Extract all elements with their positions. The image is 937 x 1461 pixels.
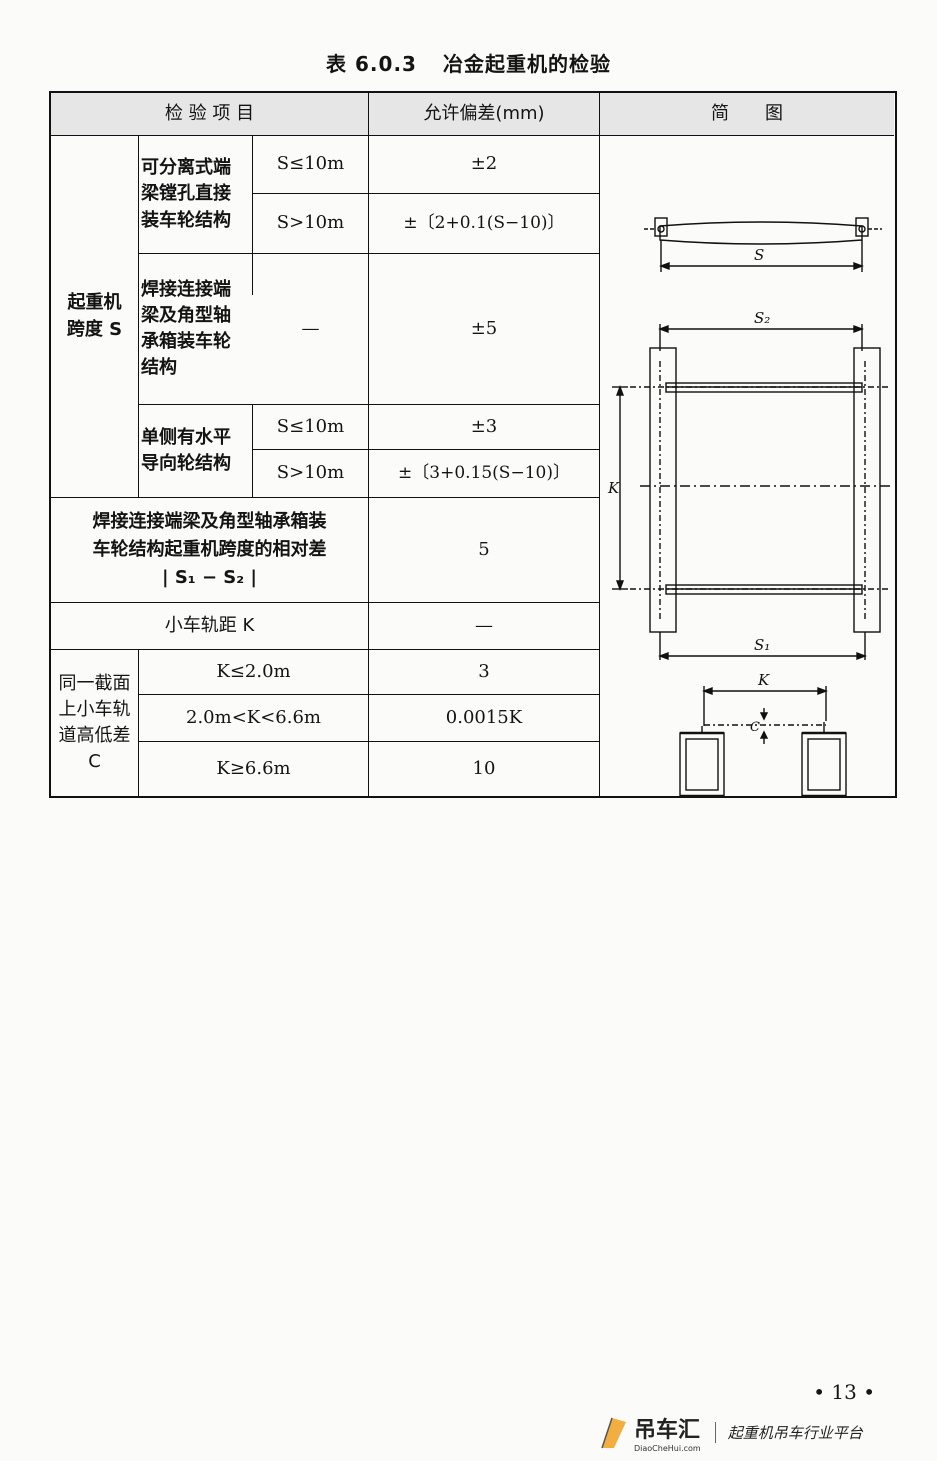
tolerance-cell: 0.0015K <box>445 706 523 728</box>
condition-cell: — <box>301 317 320 339</box>
table-number: 表 6.0.3 <box>326 52 417 76</box>
brand-url: DiaoCheHui.com <box>634 1443 701 1453</box>
tolerance-cell: ±〔3+0.15(S−10)〕 <box>398 463 570 484</box>
table-title: 冶金起重机的检验 <box>442 52 611 76</box>
group-welded-end-beam: 焊接连接端 梁及角型轴 承箱装车轮 结构 <box>141 278 231 379</box>
tolerance-cell: 3 <box>478 660 490 682</box>
header-band <box>51 93 894 135</box>
sketch-label-s: S <box>754 246 764 264</box>
page-number: • 13 • <box>813 1380 875 1404</box>
condition-cell: 2.0m<K<6.6m <box>186 706 321 728</box>
sketch-label-k-trolley: K <box>757 671 770 689</box>
condition-cell: S≤10m <box>276 153 345 175</box>
watermark-footer: 吊车汇 DiaoCheHui.com 起重机吊车行业平台 <box>598 1412 863 1453</box>
condition-cell: S≤10m <box>276 415 345 437</box>
condition-cell: K≥6.6m <box>216 757 291 779</box>
tolerance-cell: 10 <box>472 757 496 779</box>
relative-diff-label: 焊接连接端梁及角型轴承箱装 车轮结构起重机跨度的相对差 | S₁ − S₂ | <box>92 511 327 588</box>
tolerance-cell: ±3 <box>470 415 498 437</box>
tolerance-cell: ±2 <box>470 153 498 175</box>
sketch-label-c: C <box>750 720 760 735</box>
sketch-label-k: K <box>607 479 620 497</box>
header-sketch: 简 图 <box>711 102 783 124</box>
span-label: 起重机 跨度 S <box>66 292 123 340</box>
crane-logo-icon <box>601 1417 626 1449</box>
group-separable-end-beam: 可分离式端 梁镗孔直接 装车轮结构 <box>141 157 231 231</box>
crane-sketch: S S₂ S₁ K K C <box>607 217 890 796</box>
sketch-label-s2: S₂ <box>754 309 770 327</box>
brand-slogan: 起重机吊车行业平台 <box>714 1421 863 1443</box>
header-item: 检 验 项 目 <box>164 102 255 124</box>
condition-cell: S>10m <box>276 462 345 484</box>
tolerance-cell: — <box>475 614 493 636</box>
brand-name: 吊车汇 <box>634 1417 701 1443</box>
inspection-table: 检 验 项 目 允许偏差(mm) 简 图 起重机 跨度 S 可分离式端 梁镗孔直… <box>49 91 897 798</box>
group-horizontal-guide-wheel: 单侧有水平 导向轮结构 <box>141 426 231 474</box>
tolerance-cell: ±5 <box>470 317 498 339</box>
sketch-label-s1: S₁ <box>754 636 770 654</box>
condition-cell: K≤2.0m <box>216 660 291 682</box>
table-caption: 表 6.0.3 冶金起重机的检验 <box>0 48 937 77</box>
tolerance-cell: 5 <box>478 538 490 560</box>
tolerance-cell: ±〔2+0.1(S−10)〕 <box>403 213 565 234</box>
rail-height-label: 同一截面 上小车轨 道高低差 C <box>58 672 131 773</box>
header-tolerance: 允许偏差(mm) <box>423 102 545 124</box>
trolley-gauge-label: 小车轨距 K <box>164 614 255 636</box>
condition-cell: S>10m <box>276 212 345 234</box>
